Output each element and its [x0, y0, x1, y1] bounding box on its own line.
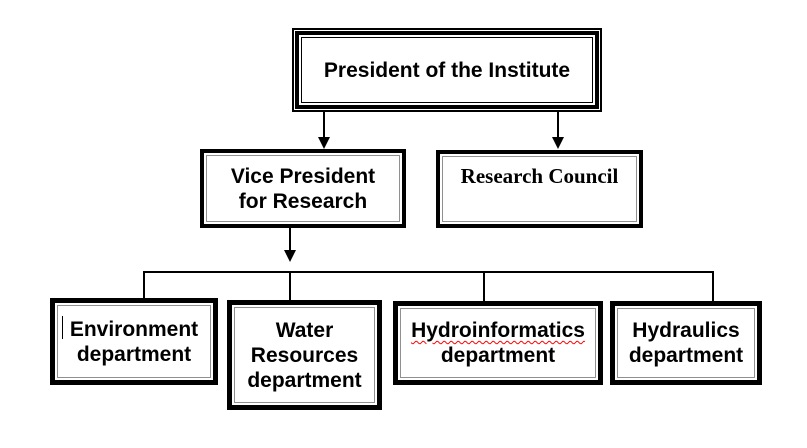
node-environment-department[interactable]: Environment department [50, 298, 218, 385]
water-resources-inner-frame: Water Resources department [234, 307, 375, 403]
environment-label: Environment department [69, 317, 199, 366]
tree-drop-water-resources [289, 271, 291, 300]
tree-horizontal-line [143, 271, 714, 273]
text-cursor [62, 316, 63, 339]
connector-president-to-council [557, 112, 559, 137]
node-president[interactable]: President of the Institute [292, 28, 602, 112]
tree-drop-hydroinformatics [483, 271, 485, 301]
council-inner-frame: Research Council [442, 156, 637, 222]
node-vice-president-research[interactable]: Vice President for Research [200, 149, 406, 228]
hydroinformatics-word-spellcheck: Hydroinformatics [411, 319, 585, 342]
president-inner-frame: President of the Institute [301, 37, 593, 103]
node-research-council[interactable]: Research Council [436, 150, 643, 228]
council-label: Research Council [460, 164, 619, 188]
connector-vp-to-departments [289, 228, 291, 251]
president-label: President of the Institute [323, 58, 571, 82]
vp-label: Vice President for Research [230, 164, 376, 213]
tree-drop-hydraulics [712, 271, 714, 301]
arrowhead-to-vp [318, 137, 330, 149]
vp-inner-frame: Vice President for Research [206, 155, 400, 222]
arrowhead-to-departments [284, 250, 296, 262]
hydraulics-label: Hydraulics department [628, 319, 744, 367]
president-middle-frame: President of the Institute [295, 31, 599, 109]
tree-drop-environment [143, 271, 145, 298]
water-resources-label: Water Resources department [247, 318, 362, 392]
connector-president-to-vp [323, 112, 325, 137]
node-water-resources-department[interactable]: Water Resources department [227, 300, 382, 410]
hydroinformatics-word2: department [440, 344, 556, 367]
node-hydraulics-department[interactable]: Hydraulics department [610, 301, 762, 385]
hydraulics-inner-frame: Hydraulics department [617, 308, 755, 378]
environment-inner-frame: Environment department [57, 305, 211, 378]
arrowhead-to-council [552, 137, 564, 149]
